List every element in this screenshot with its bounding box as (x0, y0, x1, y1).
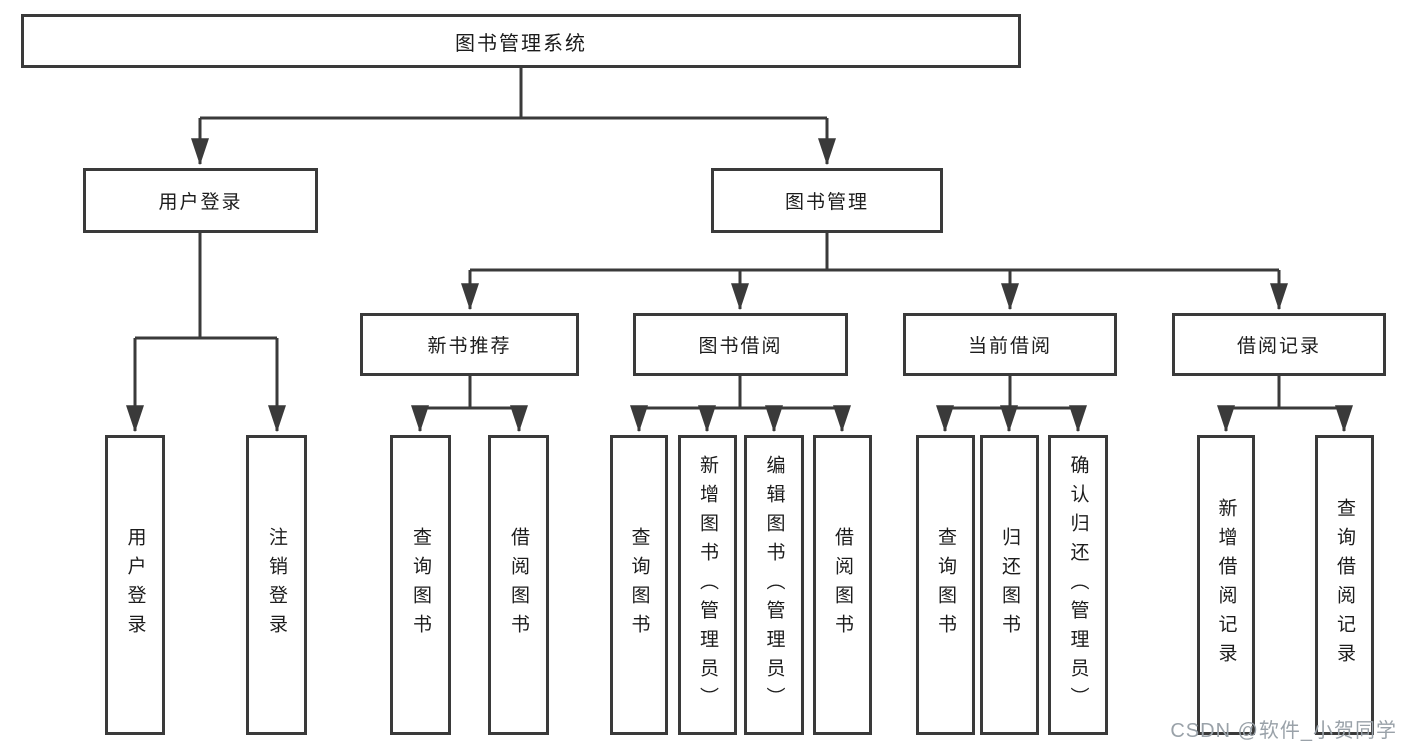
leaf-nr-borrow-books-label: 借阅图书 (508, 527, 529, 643)
leaf-cb-return-books: 归还图书 (980, 435, 1039, 735)
leaf-user-login: 用户登录 (105, 435, 165, 735)
leaf-nr-query-books: 查询图书 (390, 435, 451, 735)
leaf-cb-query-books: 查询图书 (916, 435, 975, 735)
leaf-nr-borrow-books: 借阅图书 (488, 435, 549, 735)
leaf-nr-query-books-label: 查询图书 (410, 527, 431, 643)
leaf-bb-borrow-books-label: 借阅图书 (832, 527, 853, 643)
leaf-cb-query-books-label: 查询图书 (935, 527, 956, 643)
node-user-login-label: 用户登录 (158, 192, 243, 213)
leaf-bb-edit-books-label: 编辑图书（管理员） (763, 454, 785, 716)
node-root-label: 图书管理系统 (455, 32, 587, 55)
node-book-borrow-label: 图书借阅 (698, 336, 783, 357)
node-current-borrow-label: 当前借阅 (967, 336, 1052, 357)
leaf-bb-query-books: 查询图书 (610, 435, 668, 735)
leaf-logout-label: 注销登录 (266, 527, 287, 643)
node-new-book-rec-label: 新书推荐 (427, 336, 512, 357)
leaf-cb-confirm-return: 确认归还（管理员） (1048, 435, 1108, 735)
leaf-bb-add-books: 新增图书（管理员） (678, 435, 737, 735)
leaf-bb-query-books-label: 查询图书 (628, 527, 650, 643)
leaf-user-login-label: 用户登录 (124, 527, 146, 643)
csdn-watermark: CSDN @软件_小贺同学 (1170, 720, 1397, 742)
node-borrow-records: 借阅记录 (1172, 313, 1386, 376)
node-new-book-rec: 新书推荐 (360, 313, 579, 376)
node-root: 图书管理系统 (21, 14, 1021, 68)
leaf-logout: 注销登录 (246, 435, 307, 735)
node-borrow-records-label: 借阅记录 (1236, 336, 1321, 357)
leaf-bb-borrow-books: 借阅图书 (813, 435, 872, 735)
leaf-br-add-record: 新增借阅记录 (1197, 435, 1255, 735)
node-book-mgmt-label: 图书管理 (784, 192, 869, 213)
leaf-bb-add-books-label: 新增图书（管理员） (697, 454, 718, 716)
leaf-br-add-record-label: 新增借阅记录 (1215, 498, 1237, 672)
leaf-cb-return-books-label: 归还图书 (999, 527, 1020, 643)
node-book-borrow: 图书借阅 (633, 313, 848, 376)
leaf-br-query-record-label: 查询借阅记录 (1334, 498, 1355, 672)
leaf-cb-confirm-return-label: 确认归还（管理员） (1067, 454, 1089, 716)
leaf-br-query-record: 查询借阅记录 (1315, 435, 1374, 735)
leaf-bb-edit-books: 编辑图书（管理员） (744, 435, 804, 735)
node-current-borrow: 当前借阅 (903, 313, 1117, 376)
node-user-login: 用户登录 (83, 168, 318, 233)
node-book-mgmt: 图书管理 (711, 168, 943, 233)
